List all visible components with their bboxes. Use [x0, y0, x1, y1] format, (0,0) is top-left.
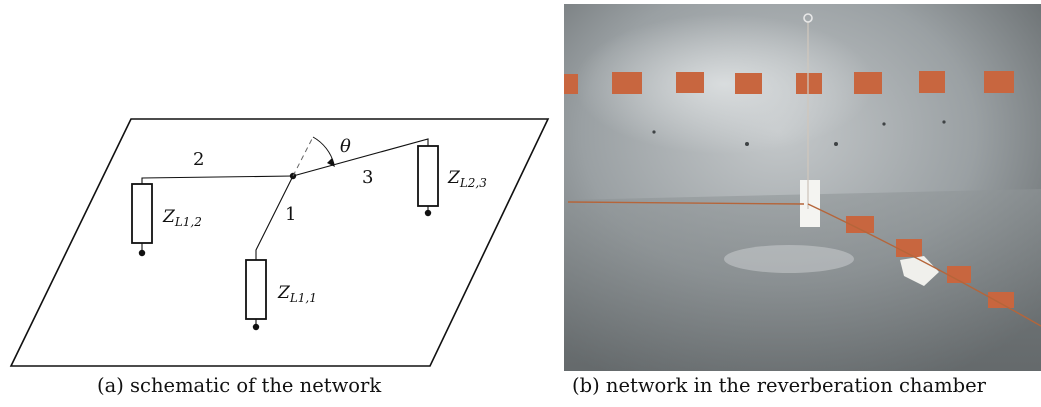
angle-reference-dashed-line — [292, 136, 314, 177]
line-label-2: 2 — [193, 149, 204, 170]
angle-arrowhead — [327, 158, 335, 167]
load-terminal — [424, 209, 432, 217]
line-3 — [292, 138, 429, 177]
line-label-1: 1 — [285, 204, 296, 225]
load-z-l1-2: ZL1,2 — [131, 183, 202, 257]
caption-a: (a) schematic of the network — [97, 374, 382, 397]
wire-suspension-point — [803, 13, 813, 23]
lit-reflection — [900, 256, 939, 286]
load-label-z-l2-3: ZL2,3 — [447, 168, 487, 190]
ground-plane — [9, 118, 550, 367]
load-z-l2-3: ZL2,3 — [417, 145, 487, 217]
network-schematic: θ 2 1 3 ZL1,2 ZL1,1 ZL2,3 — [9, 118, 550, 367]
line-2 — [141, 175, 294, 184]
load-terminal — [252, 323, 260, 331]
line-label-3: 3 — [362, 167, 373, 188]
load-z-l1-1: ZL1,1 — [245, 259, 317, 331]
load-label-z-l1-2: ZL1,2 — [162, 207, 202, 229]
light-glare — [574, 14, 874, 154]
caption-b: (b) network in the reverberation chamber — [572, 374, 986, 397]
load-terminal — [138, 249, 146, 257]
theta-label: θ — [340, 136, 351, 157]
copper-tape-row — [564, 71, 1014, 94]
lit-support-block — [800, 180, 820, 227]
line-1 — [255, 175, 294, 260]
reverberation-chamber-photo — [564, 4, 1041, 371]
chamber-floor — [564, 189, 1041, 371]
diagonal-wire — [807, 203, 1041, 327]
angle-arc — [312, 136, 335, 165]
wall-rivets — [652, 120, 946, 146]
copper-tape-floor — [846, 216, 1014, 308]
horizontal-wire — [567, 201, 805, 205]
load-label-z-l1-1: ZL1,1 — [277, 283, 317, 305]
floor-reflection — [724, 245, 854, 273]
